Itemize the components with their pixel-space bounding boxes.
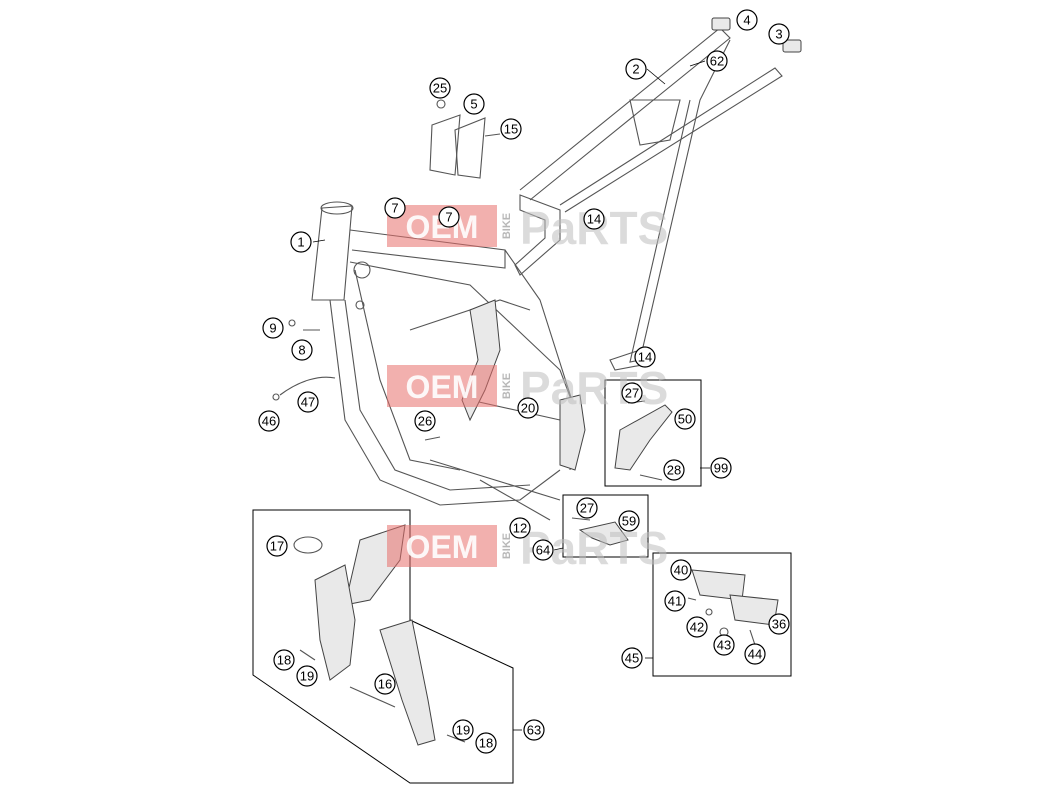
callout-label: 40: [674, 563, 688, 578]
callout: 46: [258, 410, 280, 432]
callout-label: 42: [690, 620, 704, 635]
box-chain-slider: [562, 494, 649, 558]
callout: 45: [621, 647, 643, 669]
callout: 50: [674, 408, 696, 430]
callout-label: 9: [269, 321, 276, 336]
callout: 62: [706, 50, 728, 72]
callout-label: 99: [714, 461, 728, 476]
box-frame-protectors: [252, 509, 514, 784]
callout-label: 62: [710, 54, 724, 69]
callout-label: 25: [433, 81, 447, 96]
callout: 17: [266, 535, 288, 557]
callout: 3: [768, 23, 790, 45]
callout-label: 8: [298, 343, 305, 358]
callout-label: 19: [300, 669, 314, 684]
callout-label: 16: [378, 677, 392, 692]
callout-label: 17: [270, 539, 284, 554]
callout: 63: [523, 719, 545, 741]
callout-label: 46: [262, 414, 276, 429]
callout: 7: [438, 206, 460, 228]
callout-label: 7: [445, 210, 452, 225]
callout: 19: [452, 719, 474, 741]
callout: 14: [634, 346, 656, 368]
callout: 5: [463, 93, 485, 115]
callout: 59: [618, 510, 640, 532]
subframe: [514, 17, 802, 371]
callout-label: 14: [587, 212, 601, 227]
callout-label: 18: [277, 653, 291, 668]
callout: 16: [374, 673, 396, 695]
callout-label: 63: [527, 723, 541, 738]
callout-label: 44: [748, 647, 762, 662]
callout: 40: [670, 559, 692, 581]
callout: 27: [621, 382, 643, 404]
callout-label: 3: [775, 27, 782, 42]
watermark-oem: OEM: [406, 369, 479, 405]
callout: 28: [663, 459, 685, 481]
callout: 19: [296, 665, 318, 687]
leader-lines: [312, 60, 710, 731]
callout-label: 26: [418, 414, 432, 429]
callout-label: 12: [513, 521, 527, 536]
callout: 99: [710, 457, 732, 479]
callout: 42: [686, 616, 708, 638]
callout-label: 64: [536, 543, 550, 558]
callout: 18: [273, 649, 295, 671]
callout-label: 18: [479, 736, 493, 751]
watermark-bike: BIKE: [501, 533, 513, 559]
callout-label: 59: [622, 514, 636, 529]
callout-label: 27: [580, 501, 594, 516]
callout: 41: [664, 590, 686, 612]
callout-label: 36: [772, 617, 786, 632]
callout: 26: [414, 410, 436, 432]
callout: 64: [532, 539, 554, 561]
callout-label: 50: [678, 412, 692, 427]
callout: 9: [262, 317, 284, 339]
callout: 44: [744, 643, 766, 665]
callout: 1: [290, 231, 312, 253]
watermark-bike: BIKE: [501, 373, 513, 399]
callout-label: 43: [717, 638, 731, 653]
callout: 20: [517, 397, 539, 419]
callout: 2: [625, 58, 647, 80]
callout-label: 28: [667, 463, 681, 478]
callout-label: 47: [301, 395, 315, 410]
callout-label: 41: [668, 594, 682, 609]
watermark-oem: OEM: [406, 529, 479, 565]
hardware-bolts: [272, 99, 551, 521]
callout: 14: [583, 208, 605, 230]
callout-label: 15: [504, 122, 518, 137]
callout-label: 2: [632, 62, 639, 77]
callout: 36: [768, 613, 790, 635]
callout-label: 14: [638, 350, 652, 365]
callout: 15: [500, 118, 522, 140]
callouts: 1 2 3 4 5 7 7 8 9 12 14 14 15 16 17 18 1…: [258, 9, 790, 754]
callout: 27: [576, 497, 598, 519]
callout-label: 7: [391, 201, 398, 216]
watermark-bike: BIKE: [501, 213, 513, 239]
callout-label: 4: [743, 13, 750, 28]
callout-label: 45: [625, 651, 639, 666]
callout: 43: [713, 634, 735, 656]
callout: 7: [384, 197, 406, 219]
callout: 4: [736, 9, 758, 31]
callout: 8: [291, 339, 313, 361]
callout-label: 5: [470, 97, 477, 112]
callout-label: 1: [297, 235, 304, 250]
callout: 12: [509, 517, 531, 539]
callout-label: 19: [456, 723, 470, 738]
callout-label: 27: [625, 386, 639, 401]
callout: 18: [475, 732, 497, 754]
callout: 25: [429, 77, 451, 99]
callout-label: 20: [521, 401, 535, 416]
callout: 47: [297, 391, 319, 413]
watermark-parts: PaRTS: [520, 362, 668, 414]
